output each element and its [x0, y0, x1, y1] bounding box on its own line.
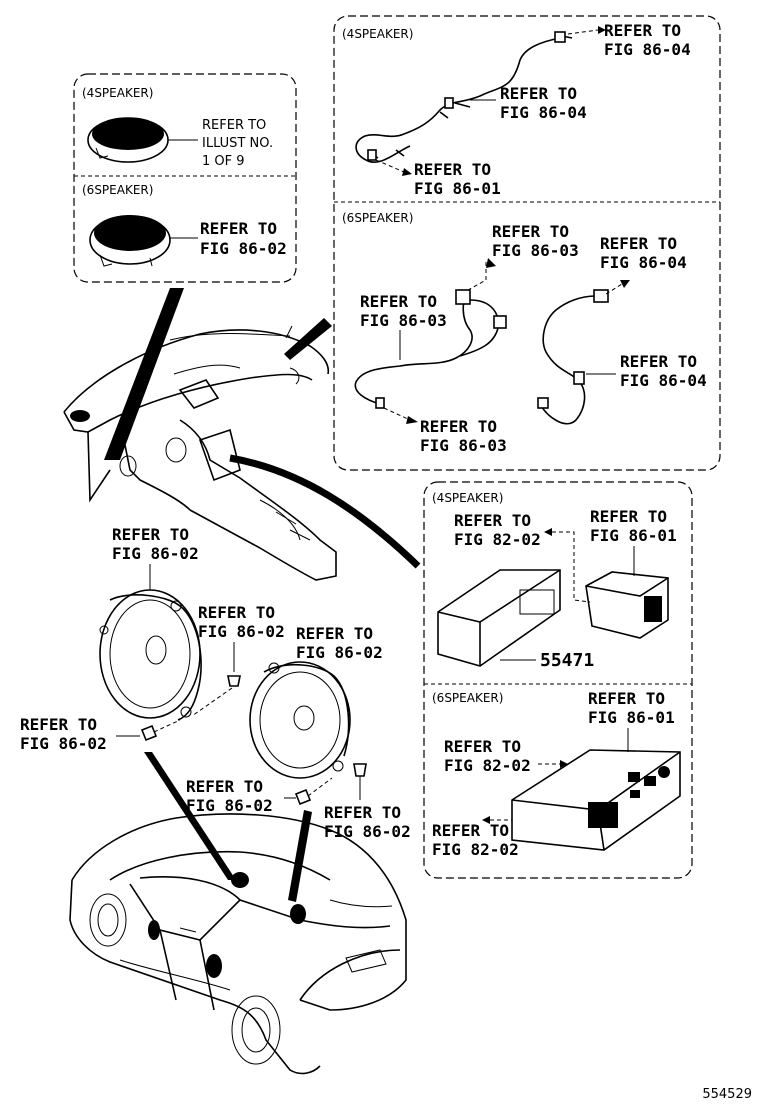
- tweeter-4speaker-icon: [87, 117, 169, 163]
- harness-6speaker-front-icon: [354, 289, 507, 409]
- illust-ref-line3: 1 OF 9: [202, 154, 245, 169]
- wire-panel: (4SPEAKER) (6SPEAKER) REFER TO FIG 86-04…: [333, 15, 721, 471]
- leader-tweeter-left: [104, 288, 184, 460]
- w6-ref5-refer: REFER TO: [420, 417, 497, 436]
- leader-rear-speaker: [288, 810, 312, 902]
- u4-ref1-refer: REFER TO: [454, 511, 531, 530]
- w6-ref4-refer: REFER TO: [620, 352, 697, 371]
- illust-ref-line2: ILLUST NO.: [202, 136, 273, 151]
- w6-ref2-fig: FIG 86-04: [600, 253, 687, 272]
- amplifier-6speaker-icon: [511, 749, 681, 851]
- harness-6speaker-rear-icon: [537, 289, 609, 425]
- u6-ref1-fig: FIG 86-01: [588, 708, 675, 727]
- bolt3-fig: FIG 86-02: [186, 796, 273, 815]
- diagram-id: 554529: [702, 1087, 752, 1102]
- wire-4speaker-heading: (4SPEAKER): [342, 27, 413, 41]
- tweeter6-fig: FIG 86-02: [200, 239, 287, 258]
- bolt4-refer: REFER TO: [324, 803, 401, 822]
- w4-ref1-refer: REFER TO: [604, 21, 681, 40]
- w4-ref3-fig: FIG 86-01: [414, 179, 501, 198]
- spk1-fig: FIG 86-02: [112, 544, 199, 563]
- u4-ref1-fig: FIG 82-02: [454, 530, 541, 549]
- w6-ref3-refer: REFER TO: [360, 292, 437, 311]
- unit-6speaker-heading: (6SPEAKER): [432, 691, 503, 705]
- tweeter-panel: (4SPEAKER) (6SPEAKER) REFER TO ILLUST NO…: [73, 73, 297, 283]
- bolt1-fig: FIG 86-02: [198, 622, 285, 641]
- w4-ref1-fig: FIG 86-04: [604, 40, 691, 59]
- w6-ref5-fig: FIG 86-03: [420, 436, 507, 455]
- u4-ref2-refer: REFER TO: [590, 507, 667, 526]
- bolt-icon: [140, 719, 181, 742]
- leader-harness-dash: [284, 318, 332, 360]
- wire-6speaker-heading: (6SPEAKER): [342, 211, 413, 225]
- front-door-speaker-icon: [99, 589, 202, 721]
- w6-ref2-refer: REFER TO: [600, 234, 677, 253]
- w4-ref2-refer: REFER TO: [500, 84, 577, 103]
- illust-ref-line1: REFER TO: [202, 118, 266, 133]
- bolt2-fig: FIG 86-02: [20, 734, 107, 753]
- w6-ref3-fig: FIG 86-03: [360, 311, 447, 330]
- bolt4-fig: FIG 86-02: [324, 822, 411, 841]
- w6-ref1-refer: REFER TO: [492, 222, 569, 241]
- bolt-icon: [353, 763, 367, 777]
- u6-ref2-fig: FIG 82-02: [444, 756, 531, 775]
- bolt3-refer: REFER TO: [186, 777, 263, 796]
- tweeter-4speaker-heading: (4SPEAKER): [82, 86, 153, 100]
- u4-ref2-fig: FIG 86-01: [590, 526, 677, 545]
- w4-ref2-fig: FIG 86-04: [500, 103, 587, 122]
- w6-ref1-fig: FIG 86-03: [492, 241, 579, 260]
- u6-ref2-refer: REFER TO: [444, 737, 521, 756]
- part-number-55471: 55471: [540, 650, 594, 671]
- leader-unit: [229, 454, 421, 569]
- car-icon: [69, 813, 407, 1075]
- rear-door-speaker-icon: [249, 661, 351, 779]
- w4-ref3-refer: REFER TO: [414, 160, 491, 179]
- spk1-refer: REFER TO: [112, 525, 189, 544]
- tweeter-6speaker-icon: [89, 215, 171, 267]
- spk2-fig: FIG 86-02: [296, 643, 383, 662]
- bolt2-refer: REFER TO: [20, 715, 97, 734]
- u6-ref1-refer: REFER TO: [588, 689, 665, 708]
- u6-ref3-refer: REFER TO: [432, 821, 509, 840]
- dashboard-icon: [63, 325, 337, 581]
- w6-ref4-fig: FIG 86-04: [620, 371, 707, 390]
- amplifier-4speaker-icon: [437, 569, 669, 667]
- unit-panel: (4SPEAKER) (6SPEAKER) REFER TO FIG 82-02…: [423, 481, 693, 879]
- u6-ref3-fig: FIG 82-02: [432, 840, 519, 859]
- bolt-icon: [294, 777, 333, 806]
- harness-4speaker-icon: [355, 31, 573, 163]
- tweeter6-refer-to: REFER TO: [200, 219, 277, 238]
- tweeter-6speaker-heading: (6SPEAKER): [82, 183, 153, 197]
- unit-4speaker-heading: (4SPEAKER): [432, 491, 503, 505]
- bolt1-refer: REFER TO: [198, 603, 275, 622]
- bolt-icon: [191, 675, 241, 717]
- spk2-refer: REFER TO: [296, 624, 373, 643]
